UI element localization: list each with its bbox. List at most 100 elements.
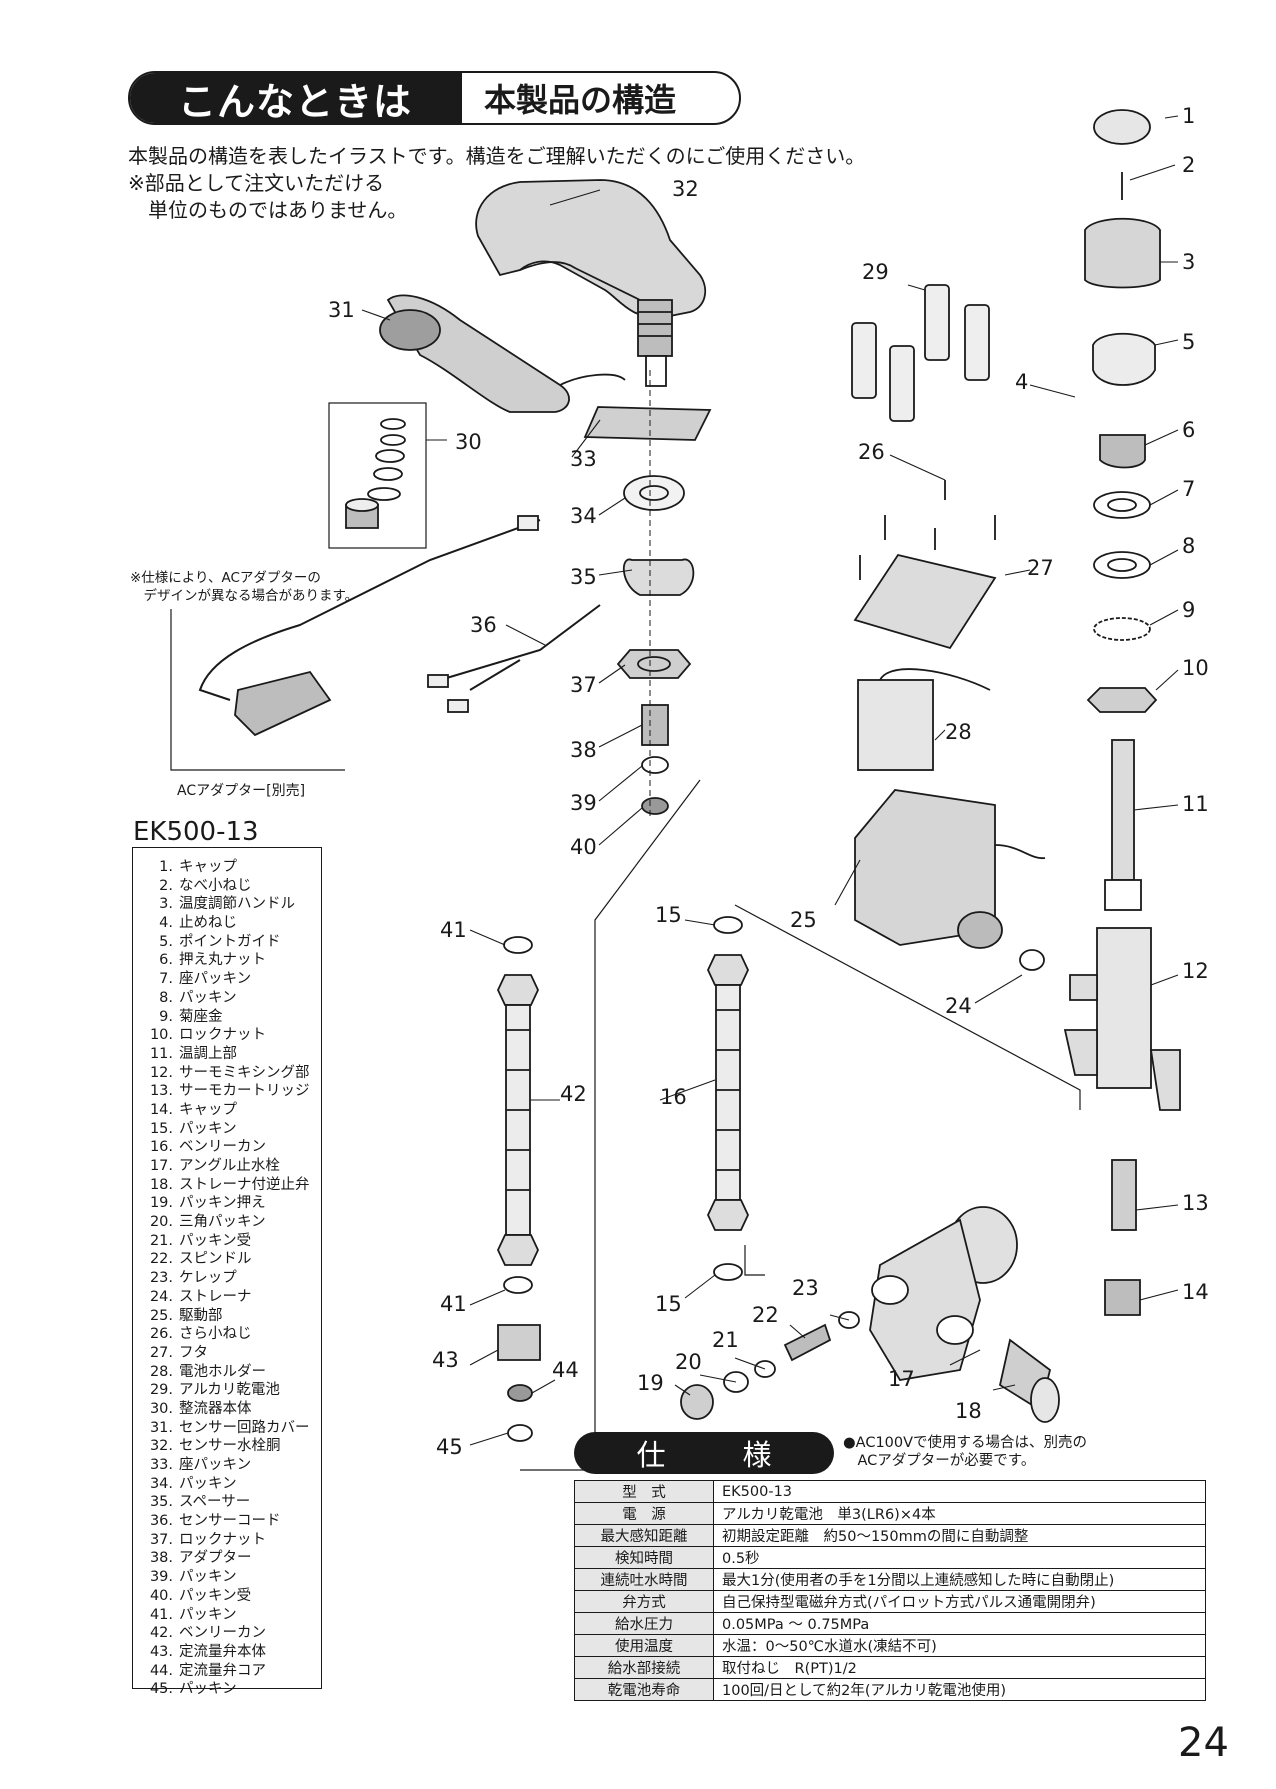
part-name: ロックナット	[179, 1531, 266, 1548]
part-number: 21.	[149, 1232, 173, 1249]
parts-list-item: 41.パッキン	[133, 1606, 321, 1625]
parts-list-item: 28.電池ホルダー	[133, 1363, 321, 1382]
parts-list-item: 22.スピンドル	[133, 1250, 321, 1269]
spec-value: 水温：0〜50℃水道水(凍結不可)	[713, 1634, 1206, 1657]
callout: 1	[1182, 104, 1196, 128]
callout: 3	[1182, 250, 1196, 274]
part-number: 24.	[149, 1288, 173, 1305]
part-name: ポイントガイド	[179, 933, 281, 950]
parts-list-item: 4.止めねじ	[133, 914, 321, 933]
part-number: 19.	[149, 1195, 173, 1212]
part-name: キャップ	[179, 1101, 237, 1118]
part-name: サーモカートリッジ	[179, 1083, 310, 1100]
callout: 5	[1182, 330, 1196, 354]
parts-list-item: 37.ロックナット	[133, 1531, 321, 1550]
part-name: アダプター	[179, 1550, 252, 1567]
part-number: 4.	[159, 915, 173, 932]
callout: 14	[1182, 1280, 1209, 1304]
callout: 41	[440, 918, 467, 942]
packing-receiver-40	[641, 797, 669, 815]
spec-note: ●AC100Vで使用する場合は、別売の ACアダプターが必要です。	[843, 1434, 1087, 1470]
part-number: 9.	[159, 1008, 173, 1025]
callout: 29	[862, 260, 889, 284]
part-name: なべ小ねじ	[179, 877, 252, 894]
part-name: パッキン	[179, 1681, 237, 1698]
part-number: 26.	[149, 1326, 173, 1343]
leader-lines	[361, 115, 1179, 1446]
temperature-handle-assembly	[1084, 109, 1161, 911]
section-subtitle: 本製品の構造	[460, 73, 739, 123]
parts-list-item: 30.整流器本体	[133, 1400, 321, 1419]
part-number: 42.	[149, 1625, 173, 1642]
parts-list-item: 32.センサー水栓胴	[133, 1437, 321, 1456]
jumper-valve	[838, 1311, 860, 1329]
parts-list-item: 10.ロックナット	[133, 1026, 321, 1045]
part-number: 6.	[159, 952, 173, 969]
part-name: パッキン	[179, 1120, 237, 1137]
callout: 22	[752, 1303, 779, 1327]
part-name: パッキン押え	[179, 1195, 266, 1212]
part-number: 33.	[149, 1457, 173, 1473]
parts-list-item: 36.センサーコード	[133, 1512, 321, 1531]
part-name: 温調上部	[179, 1045, 237, 1062]
spec-heading: 仕 様	[574, 1432, 834, 1474]
seat-packing	[583, 406, 712, 441]
callout: 19	[637, 1371, 664, 1395]
callout: 23	[792, 1276, 819, 1300]
parts-list-item: 24. ストレーナ	[133, 1288, 321, 1307]
callout: 34	[570, 504, 597, 528]
spec-label: 給水部接続	[574, 1656, 714, 1679]
parts-list-item: 29.アルカリ乾電池	[133, 1381, 321, 1400]
part-name: パッキン受	[179, 1587, 252, 1604]
strainer-24	[1019, 949, 1045, 971]
parts-list-item: 20.三角パッキン	[133, 1213, 321, 1232]
sensor-cord	[439, 604, 601, 691]
packing-45	[507, 1424, 533, 1442]
parts-list-item: 39.パッキン	[133, 1568, 321, 1587]
callout: 40	[570, 835, 597, 859]
callout: 15	[655, 903, 682, 927]
spec-label: 弁方式	[574, 1590, 714, 1613]
part-name: スペーサー	[179, 1494, 251, 1511]
parts-list-item: 23.ケレップ	[133, 1269, 321, 1288]
spec-value: 自己保持型電磁弁方式(パイロット方式パルス通電開閉弁)	[713, 1590, 1206, 1613]
part-number: 16.	[149, 1139, 173, 1156]
order-note-line: ※部品として注文いただける	[128, 171, 385, 195]
part-number: 45.	[149, 1681, 173, 1698]
constant-flow-core	[507, 1384, 533, 1402]
spec-value: EK500-13	[713, 1480, 1206, 1503]
parts-list-item: 21.パッキン受	[133, 1232, 321, 1251]
page-number: 24	[1178, 1720, 1229, 1766]
part-name: キャップ	[179, 859, 237, 875]
parts-list-item: 25.駆動部	[133, 1307, 321, 1326]
sensor-faucet-body	[475, 179, 707, 387]
thermo-mixing-unit	[1063, 927, 1181, 1111]
spec-value: 100回/日として約2年(アルカリ乾電池使用)	[713, 1678, 1206, 1701]
callout: 26	[858, 440, 885, 464]
parts-list-item: 38. アダプター	[133, 1549, 321, 1568]
part-number: 34.	[149, 1475, 173, 1492]
angle-stop-valve	[869, 1206, 1018, 1381]
flexible-hose-42	[497, 974, 539, 1266]
part-number: 22.	[149, 1251, 173, 1268]
callout: 18	[955, 1399, 982, 1423]
parts-list-item: 34.パッキン	[133, 1475, 321, 1494]
adapter-note-line: ※仕様により、ACアダプターの	[130, 570, 321, 586]
parts-list-item: 12.サーモミキシング部	[133, 1064, 321, 1083]
spec-value: 0.5秒	[713, 1546, 1206, 1569]
spec-label: 最大感知距離	[574, 1524, 714, 1547]
part-number: 38.	[149, 1550, 173, 1567]
part-number: 30.	[149, 1400, 173, 1417]
part-number: 29.	[149, 1382, 173, 1399]
spec-row: 最大感知距離初期設定距離 約50〜150mmの間に自動調整	[574, 1524, 1206, 1547]
part-name: ストレーナ	[179, 1288, 252, 1305]
adapter-note-line: デザインが異なる場合があります。	[130, 588, 359, 604]
callout: 6	[1182, 418, 1196, 442]
part-number: 41.	[149, 1606, 173, 1623]
callout: 37	[570, 673, 597, 697]
